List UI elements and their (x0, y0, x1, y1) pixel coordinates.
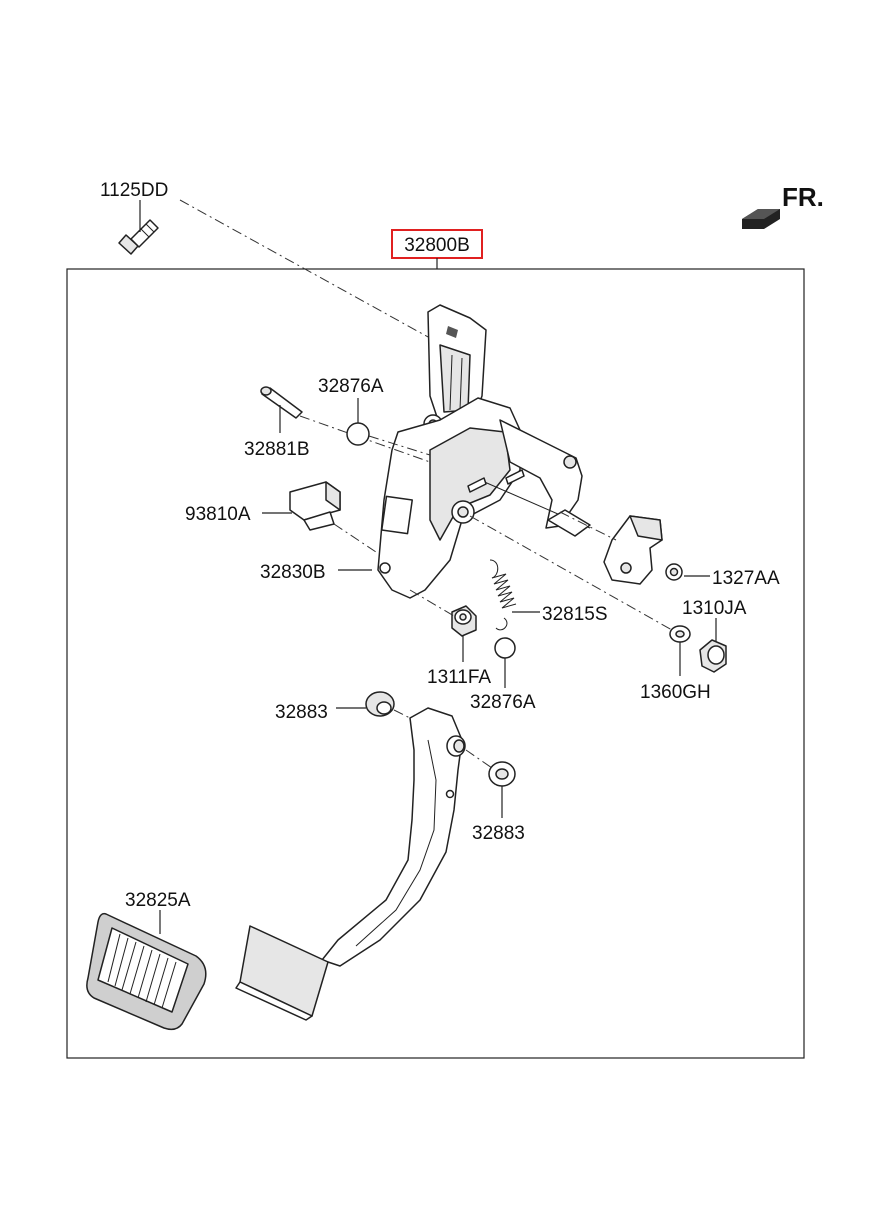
front-direction-indicator: FR. (742, 182, 824, 229)
assembly-code-label[interactable]: 32800B (404, 235, 470, 256)
label-bolt-top[interactable]: 1125DD (100, 180, 168, 201)
label-pin[interactable]: 32881B (244, 439, 310, 460)
front-label: FR. (782, 182, 824, 212)
label-washer[interactable]: 1360GH (640, 682, 711, 703)
pedal-arm[interactable] (235, 707, 466, 1021)
pedal-bracket[interactable] (377, 304, 591, 599)
label-nut-flange[interactable]: 1327AA (712, 568, 780, 589)
nut-1327aa[interactable] (665, 563, 683, 581)
label-stopper-lower[interactable]: 32876A (470, 692, 536, 713)
nut-1310ja[interactable] (699, 639, 727, 673)
label-bushing-left[interactable]: 32883 (275, 702, 328, 723)
pin-32881b[interactable] (260, 386, 303, 419)
bushing-1311fa[interactable] (451, 605, 477, 637)
lever-assembly[interactable] (603, 515, 663, 585)
stopper-upper-32876a[interactable] (346, 422, 370, 446)
label-nut[interactable]: 1310JA (682, 598, 747, 619)
label-switch[interactable]: 93810A (185, 504, 251, 525)
assembly-frame (66, 268, 805, 1059)
label-bracket[interactable]: 32830B (260, 562, 326, 583)
label-bushing-small[interactable]: 1311FA (427, 667, 491, 688)
label-bushing-right[interactable]: 32883 (472, 823, 525, 844)
label-pedal-pad[interactable]: 32825A (125, 890, 191, 911)
stopper-lower-32876a[interactable] (494, 637, 516, 659)
bushing-32883-left[interactable] (365, 691, 395, 717)
switch-93810a[interactable] (289, 481, 341, 531)
pedal-pad-32825a[interactable] (86, 912, 207, 1031)
bolt-1125dd[interactable] (118, 219, 159, 255)
spring-32815s[interactable] (489, 559, 517, 631)
washer-1360gh[interactable] (669, 625, 691, 643)
label-spring[interactable]: 32815S (542, 604, 608, 625)
bushing-32883-right[interactable] (488, 761, 516, 787)
label-stopper-upper[interactable]: 32876A (318, 376, 384, 397)
